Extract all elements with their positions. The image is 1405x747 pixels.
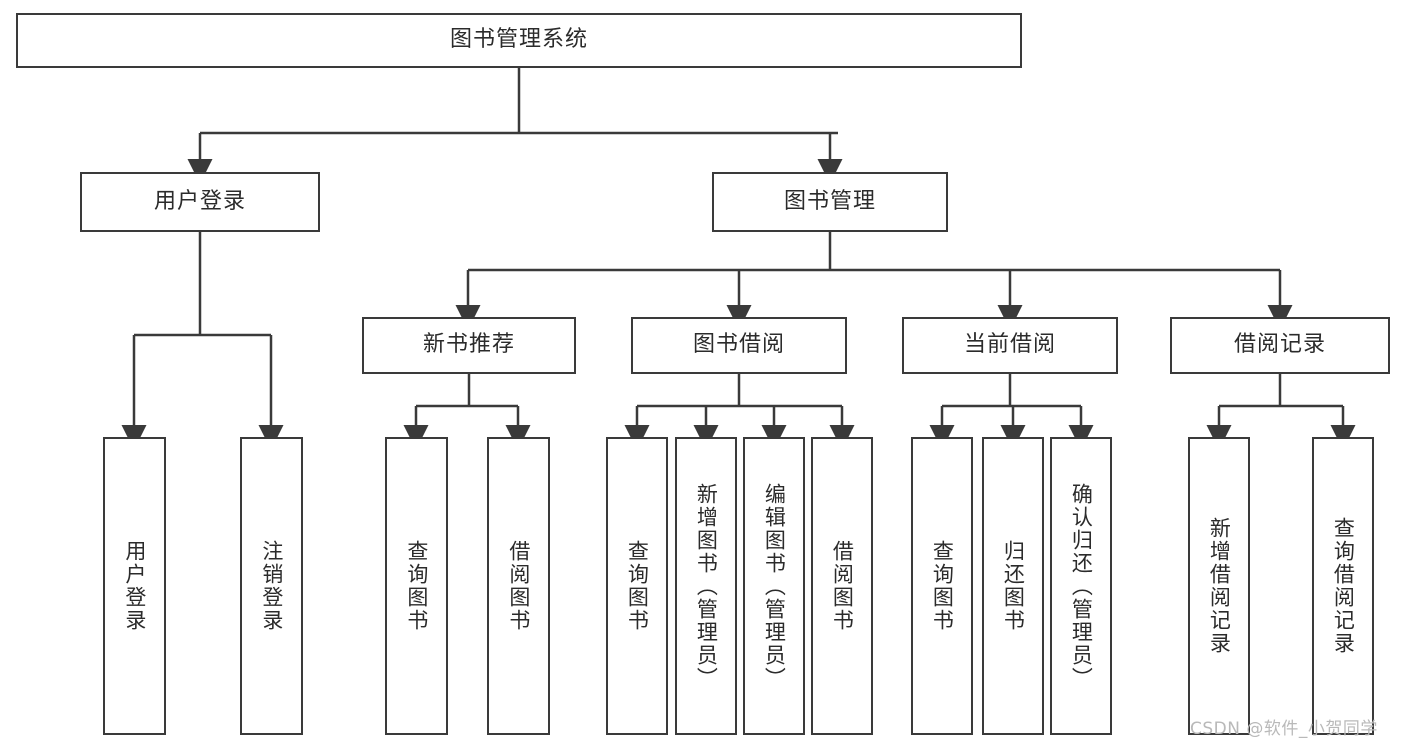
node-leaf-borrow-book-1-label: 借阅图书 xyxy=(506,540,531,632)
node-leaf-edit-book-admin-label: 编辑图书（管理员） xyxy=(762,482,787,690)
node-leaf-edit-book-admin[interactable]: 编辑图书（管理员） xyxy=(743,437,805,735)
node-leaf-query-book-1-label: 查询图书 xyxy=(404,540,429,632)
node-leaf-query-book-3[interactable]: 查询图书 xyxy=(911,437,973,735)
node-leaf-add-book-admin-label: 新增图书（管理员） xyxy=(694,482,719,690)
node-borrow-record[interactable]: 借阅记录 xyxy=(1170,317,1390,374)
node-leaf-user-login[interactable]: 用户登录 xyxy=(103,437,166,735)
node-leaf-add-book-admin[interactable]: 新增图书（管理员） xyxy=(675,437,737,735)
node-leaf-borrow-book-1[interactable]: 借阅图书 xyxy=(487,437,550,735)
node-current-borrow-label: 当前借阅 xyxy=(963,332,1056,358)
node-leaf-borrow-book-2-label: 借阅图书 xyxy=(830,540,855,632)
node-leaf-query-book-1[interactable]: 查询图书 xyxy=(385,437,448,735)
node-book-borrow-label: 图书借阅 xyxy=(692,332,785,358)
node-leaf-add-record[interactable]: 新增借阅记录 xyxy=(1188,437,1250,735)
node-root-label: 图书管理系统 xyxy=(449,27,588,53)
watermark: CSDN @软件_小贺同学 xyxy=(1190,719,1378,739)
node-leaf-query-record[interactable]: 查询借阅记录 xyxy=(1312,437,1374,735)
node-current-borrow[interactable]: 当前借阅 xyxy=(902,317,1118,374)
node-leaf-add-record-label: 新增借阅记录 xyxy=(1207,517,1232,655)
node-book-manage-label: 图书管理 xyxy=(783,188,876,214)
node-root[interactable]: 图书管理系统 xyxy=(16,13,1022,68)
node-leaf-query-book-2[interactable]: 查询图书 xyxy=(606,437,668,735)
node-leaf-logout[interactable]: 注销登录 xyxy=(240,437,303,735)
node-user-login[interactable]: 用户登录 xyxy=(80,172,320,232)
node-leaf-user-login-label: 用户登录 xyxy=(122,540,147,632)
node-leaf-query-book-2-label: 查询图书 xyxy=(625,540,650,632)
node-new-book-recommend-label: 新书推荐 xyxy=(422,332,515,358)
node-book-borrow[interactable]: 图书借阅 xyxy=(631,317,847,374)
node-leaf-borrow-book-2[interactable]: 借阅图书 xyxy=(811,437,873,735)
node-user-login-label: 用户登录 xyxy=(153,188,246,214)
node-leaf-return-book-label: 归还图书 xyxy=(1001,540,1026,632)
node-borrow-record-label: 借阅记录 xyxy=(1233,332,1326,358)
node-book-manage[interactable]: 图书管理 xyxy=(712,172,948,232)
node-new-book-recommend[interactable]: 新书推荐 xyxy=(362,317,576,374)
node-leaf-query-record-label: 查询借阅记录 xyxy=(1331,517,1356,655)
node-leaf-logout-label: 注销登录 xyxy=(259,540,284,632)
node-leaf-return-book[interactable]: 归还图书 xyxy=(982,437,1044,735)
node-leaf-confirm-return-label: 确认归还（管理员） xyxy=(1069,482,1094,690)
node-leaf-query-book-3-label: 查询图书 xyxy=(930,540,955,632)
node-leaf-confirm-return[interactable]: 确认归还（管理员） xyxy=(1050,437,1112,735)
